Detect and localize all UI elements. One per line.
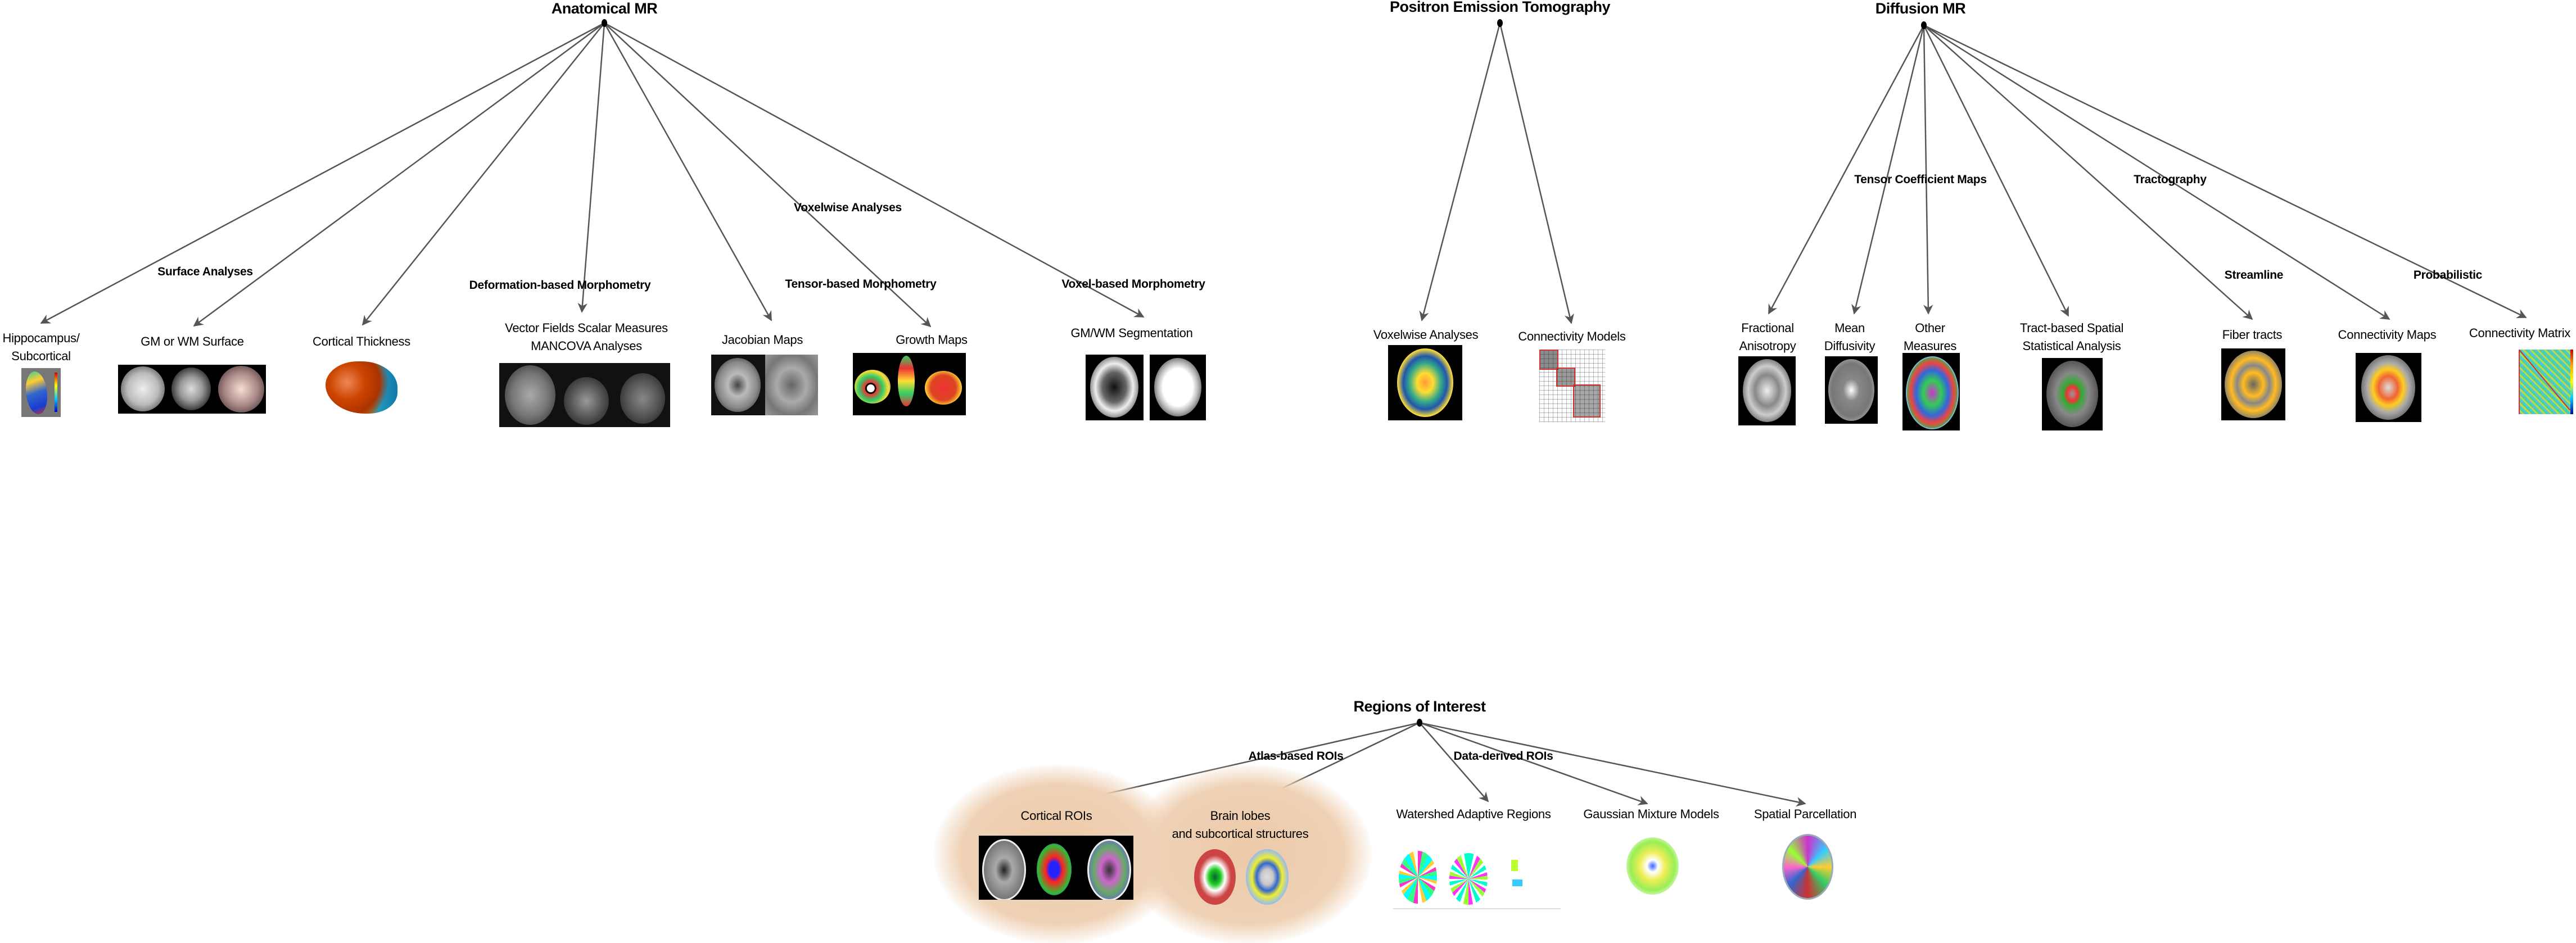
group-voxelwise-analyses: Voxelwise Analyses: [794, 201, 902, 214]
wm-segmentation-image: [1150, 355, 1206, 420]
other-measures-image: [1902, 353, 1960, 430]
spatial-parcellation-image: [1782, 834, 1833, 900]
gm-segmentation-image: [1086, 355, 1144, 420]
hippocampus-image: [21, 368, 61, 417]
leaf-pet-connectivity-models: Connectivity Models: [1518, 329, 1626, 343]
group-tractography: Tractography: [2134, 173, 2207, 186]
group-atlas-based-rois: Atlas-based ROIs: [1248, 750, 1344, 763]
leaf-cortical-thickness: Cortical Thickness: [313, 334, 410, 348]
label-line: MANCOVA Analyses: [531, 339, 642, 353]
cortical-thickness-image: [326, 361, 397, 414]
edge: [1923, 25, 1933, 315]
node-dot: [1921, 21, 1927, 29]
label-line: Fractional: [1741, 321, 1794, 335]
cortical-rois-image: [979, 836, 1133, 900]
edge: [1923, 25, 2253, 320]
edge: [1419, 22, 1501, 321]
edge: [1923, 24, 2527, 319]
leaf-growth-maps: Growth Maps: [896, 333, 968, 347]
label-line: Vector Fields Scalar Measures: [505, 321, 668, 335]
group-tensor-coefficient-maps: Tensor Coefficient Maps: [1854, 173, 1987, 186]
label-line: Anisotropy: [1739, 339, 1796, 353]
leaf-watershed-adaptive-regions: Watershed Adaptive Regions: [1396, 807, 1551, 821]
leaf-gm-wm-surface: GM or WM Surface: [141, 334, 244, 348]
group-streamline: Streamline: [2224, 269, 2284, 282]
leaf-cortical-rois: Cortical ROIs: [1020, 809, 1092, 823]
node-dot: [1417, 719, 1422, 727]
fa-image: [1738, 356, 1796, 425]
edge: [1419, 722, 1806, 807]
edge: [603, 22, 772, 321]
root-regions-of-interest: Regions of Interest: [1353, 698, 1486, 715]
edge: [361, 22, 605, 326]
group-deformation-morphometry: Deformation-based Morphometry: [469, 279, 651, 292]
leaf-other-measures: Other Measures: [1903, 319, 1957, 355]
atlas-highlight-lobes: [1124, 764, 1372, 943]
leaf-gm-wm-segmentation: GM/WM Segmentation: [1070, 326, 1193, 340]
label-line: Statistical Analysis: [2022, 339, 2121, 353]
edge: [577, 22, 605, 313]
edge: [40, 22, 605, 324]
leaf-pet-voxelwise: Voxelwise Analyses: [1373, 328, 1479, 342]
edge: [1499, 22, 1574, 324]
edge: [1923, 25, 2069, 317]
leaf-tbss: Tract-based Spatial Statistical Analysis: [2019, 319, 2124, 355]
node-dot: [602, 19, 607, 27]
growth-maps-image: [853, 353, 966, 415]
edge: [1768, 25, 1925, 315]
label-line: Hippocampus/: [2, 331, 80, 345]
pet-voxelwise-image: [1388, 345, 1462, 420]
leaf-vector-fields: Vector Fields Scalar Measures MANCOVA An…: [505, 319, 668, 355]
pet-connectivity-matrix-image: [1539, 350, 1605, 422]
label-line: Mean: [1834, 321, 1865, 335]
edge: [1419, 722, 1489, 803]
edge: [193, 22, 605, 327]
root-anatomical-mr: Anatomical MR: [551, 0, 658, 17]
leaf-brain-lobes: Brain lobes and subcortical structures: [1172, 807, 1309, 843]
tbss-image: [2042, 358, 2103, 430]
leaf-fractional-anisotropy: Fractional Anisotropy: [1739, 319, 1796, 355]
leaf-spatial-parcellation: Spatial Parcellation: [1754, 807, 1857, 821]
edge: [1419, 722, 1648, 805]
label-line: and subcortical structures: [1172, 827, 1309, 841]
leaf-gaussian-mixture-models: Gaussian Mixture Models: [1583, 807, 1719, 821]
connectivity-maps-image: [2356, 353, 2421, 422]
leaf-jacobian-maps: Jacobian Maps: [721, 333, 803, 347]
connectivity-matrix-image: [2519, 350, 2573, 414]
edge: [1851, 25, 1925, 315]
group-data-derived-rois: Data-derived ROIs: [1453, 750, 1553, 763]
group-surface-analyses: Surface Analyses: [157, 265, 253, 278]
md-image: [1825, 356, 1878, 424]
watershed-image: [1393, 849, 1561, 909]
root-pet: Positron Emission Tomography: [1389, 0, 1611, 15]
fiber-tracts-image: [2221, 348, 2285, 420]
group-tensor-morphometry: Tensor-based Morphometry: [785, 278, 937, 291]
node-dot: [1497, 19, 1503, 27]
edge: [1923, 24, 2390, 320]
group-probabilistic: Probabilistic: [2413, 269, 2483, 282]
subcortical-structures-image: [1246, 849, 1289, 905]
leaf-hippocampus-subcortical: Hippocampus/ Subcortical: [2, 329, 79, 365]
leaf-connectivity-maps: Connectivity Maps: [2338, 328, 2437, 342]
leaf-mean-diffusivity: Mean Diffusivity: [1824, 319, 1875, 355]
group-voxel-morphometry: Voxel-based Morphometry: [1061, 278, 1205, 291]
label-line: Brain lobes: [1210, 809, 1271, 823]
brain-lobes-image: [1194, 849, 1236, 905]
label-line: Measures: [1903, 339, 1957, 353]
label-line: Subcortical: [11, 349, 71, 363]
leaf-fiber-tracts: Fiber tracts: [2222, 328, 2283, 342]
gmm-image: [1626, 837, 1679, 895]
gm-wm-surface-image: [118, 365, 266, 414]
jacobian-maps-image: [711, 355, 818, 415]
label-line: Diffusivity: [1824, 339, 1875, 353]
edge: [604, 22, 1145, 318]
label-line: Other: [1915, 321, 1945, 335]
leaf-connectivity-matrix: Connectivity Matrix: [2469, 326, 2571, 340]
root-diffusion-mr: Diffusion MR: [1875, 0, 1966, 17]
vector-fields-image: [499, 363, 670, 427]
label-line: Tract-based Spatial: [2019, 321, 2124, 335]
edge: [604, 22, 932, 328]
